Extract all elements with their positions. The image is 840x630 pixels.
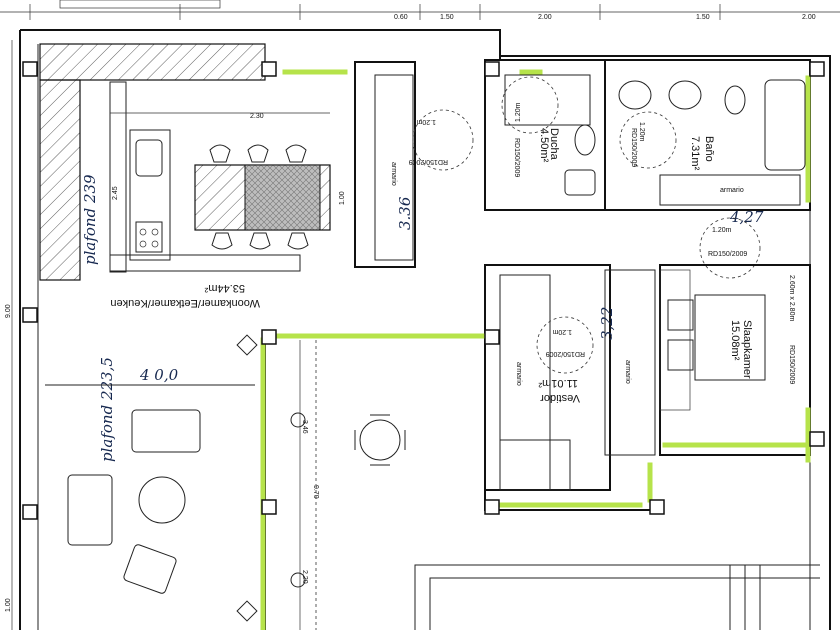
sink-icon [668,80,702,110]
vestidor-armario-2: armario [624,360,631,384]
dim-height: 9.70 [312,485,319,499]
handwritten-plafond-2: plafond 223,5 [98,357,116,462]
toilet-icon [724,85,746,115]
handwritten-width: 4 0,0 [139,366,179,384]
dim-top-2: 1.50 [440,14,454,21]
handwritten-notes: plafond 239 plafond 223,5 4 0,0 [45,174,255,462]
bathtub-icon [764,79,806,171]
turning-circle-slaapkamer: 1.20m RD150/2009 [699,217,761,279]
sink-icon [574,124,596,156]
dining-table-icon [354,414,406,466]
balcony [414,564,820,630]
cooktop-icon [135,221,163,253]
dim-top-5: 2.00 [802,14,816,21]
dim-kitchen-width: 2.30 [250,113,264,120]
svg-text:RD150/2009: RD150/2009 [630,128,637,167]
living-area: 53.44m² [204,282,245,294]
dim-top-3: 2.00 [538,14,552,21]
slaapkamer-room: Slaapkamer 15.08m² 2.60m x 2.80m RD150/2… [659,264,811,456]
wardrobe-strip: armario 3.36 [354,61,416,268]
slaapkamer-code: RD150/2009 [788,345,795,384]
turning-circle-door-1: 1.20m RD150/2009 [409,109,474,171]
svg-text:1.20m: 1.20m [712,227,732,234]
structural-columns [22,61,825,520]
dim-left-2: 1.00 [5,598,12,612]
dim-left-1: 9.00 [5,304,12,318]
top-dimension-line: 0.60 1.50 2.00 1.50 2.00 [0,0,840,21]
slaapkamer-area: 15.08m² [729,320,741,361]
handwritten-plafond-1: plafond 239 [81,174,99,265]
dim-top-4: 1.50 [696,14,710,21]
handwritten-bedroom-dim: 4,27 [729,208,764,226]
kitchen-island: 1.00 [194,144,346,250]
living-name: Woonkamer/Eetkamer/Keuken [110,297,260,309]
svg-text:1.20m: 1.20m [416,118,436,125]
vestidor-name: Vestidor [540,392,580,404]
bed-icon [694,294,766,381]
dim-column-2: 2.20 [301,570,308,584]
armchair-icon [123,544,177,594]
highlighted-walls [260,69,811,630]
bano-room: 1.20m RD150/2009 Baño 7.31m² armario 4,2… [604,59,811,226]
svg-text:RD150/2009: RD150/2009 [513,138,520,177]
handwritten-wall: 3.36 [396,196,414,230]
sofa-icon [67,474,113,546]
slaapkamer-bed-size: 2.60m x 2.80m [788,275,795,321]
sink-icon [618,80,652,110]
ducha-name: Ducha [548,128,560,161]
living-furniture [67,334,258,622]
ducha-area: 4.50m² [538,128,550,163]
terrace-area: 3.46 2.20 9.70 [264,334,660,630]
stool-icon [209,144,309,250]
left-dimension-line: 9.00 1.00 [5,40,13,630]
sofa-icon [131,409,201,453]
handwritten-vestidor: 3,22 [598,307,616,340]
vestidor-armario-1: armario [515,362,522,386]
sink-icon [135,139,163,177]
bano-armario: armario [720,187,744,194]
svg-text:1.20m: 1.20m [638,122,645,142]
dim-column-1: 3.46 [301,420,308,434]
wardrobe-label: armario [390,162,397,186]
svg-text:1.20m: 1.20m [515,102,522,122]
living-room-label: Woonkamer/Eetkamer/Keuken 53.44m² [110,282,260,309]
vestidor-area: 11.01m² [538,377,578,389]
bano-name: Baño [703,136,715,162]
svg-text:RD150/2009: RD150/2009 [546,350,585,357]
coffee-table-icon [138,476,186,524]
dim-counter-depth: 2.45 [112,186,119,200]
bano-area: 7.31m² [689,136,701,171]
dim-top-1: 0.60 [394,14,408,21]
svg-text:RD150/2009: RD150/2009 [708,251,747,258]
toilet-icon [564,169,596,196]
svg-text:1.20m: 1.20m [552,328,572,335]
dim-island: 1.00 [339,191,346,205]
ducha-room: 1.20m RD150/2009 Ducha 4.50m² [484,59,606,211]
svg-text:RD150/2009: RD150/2009 [409,158,448,165]
slaapkamer-name: Slaapkamer [741,320,753,379]
vestidor-room: armario 1.20m RD150/2009 Vestidor 11.01m… [484,264,656,491]
